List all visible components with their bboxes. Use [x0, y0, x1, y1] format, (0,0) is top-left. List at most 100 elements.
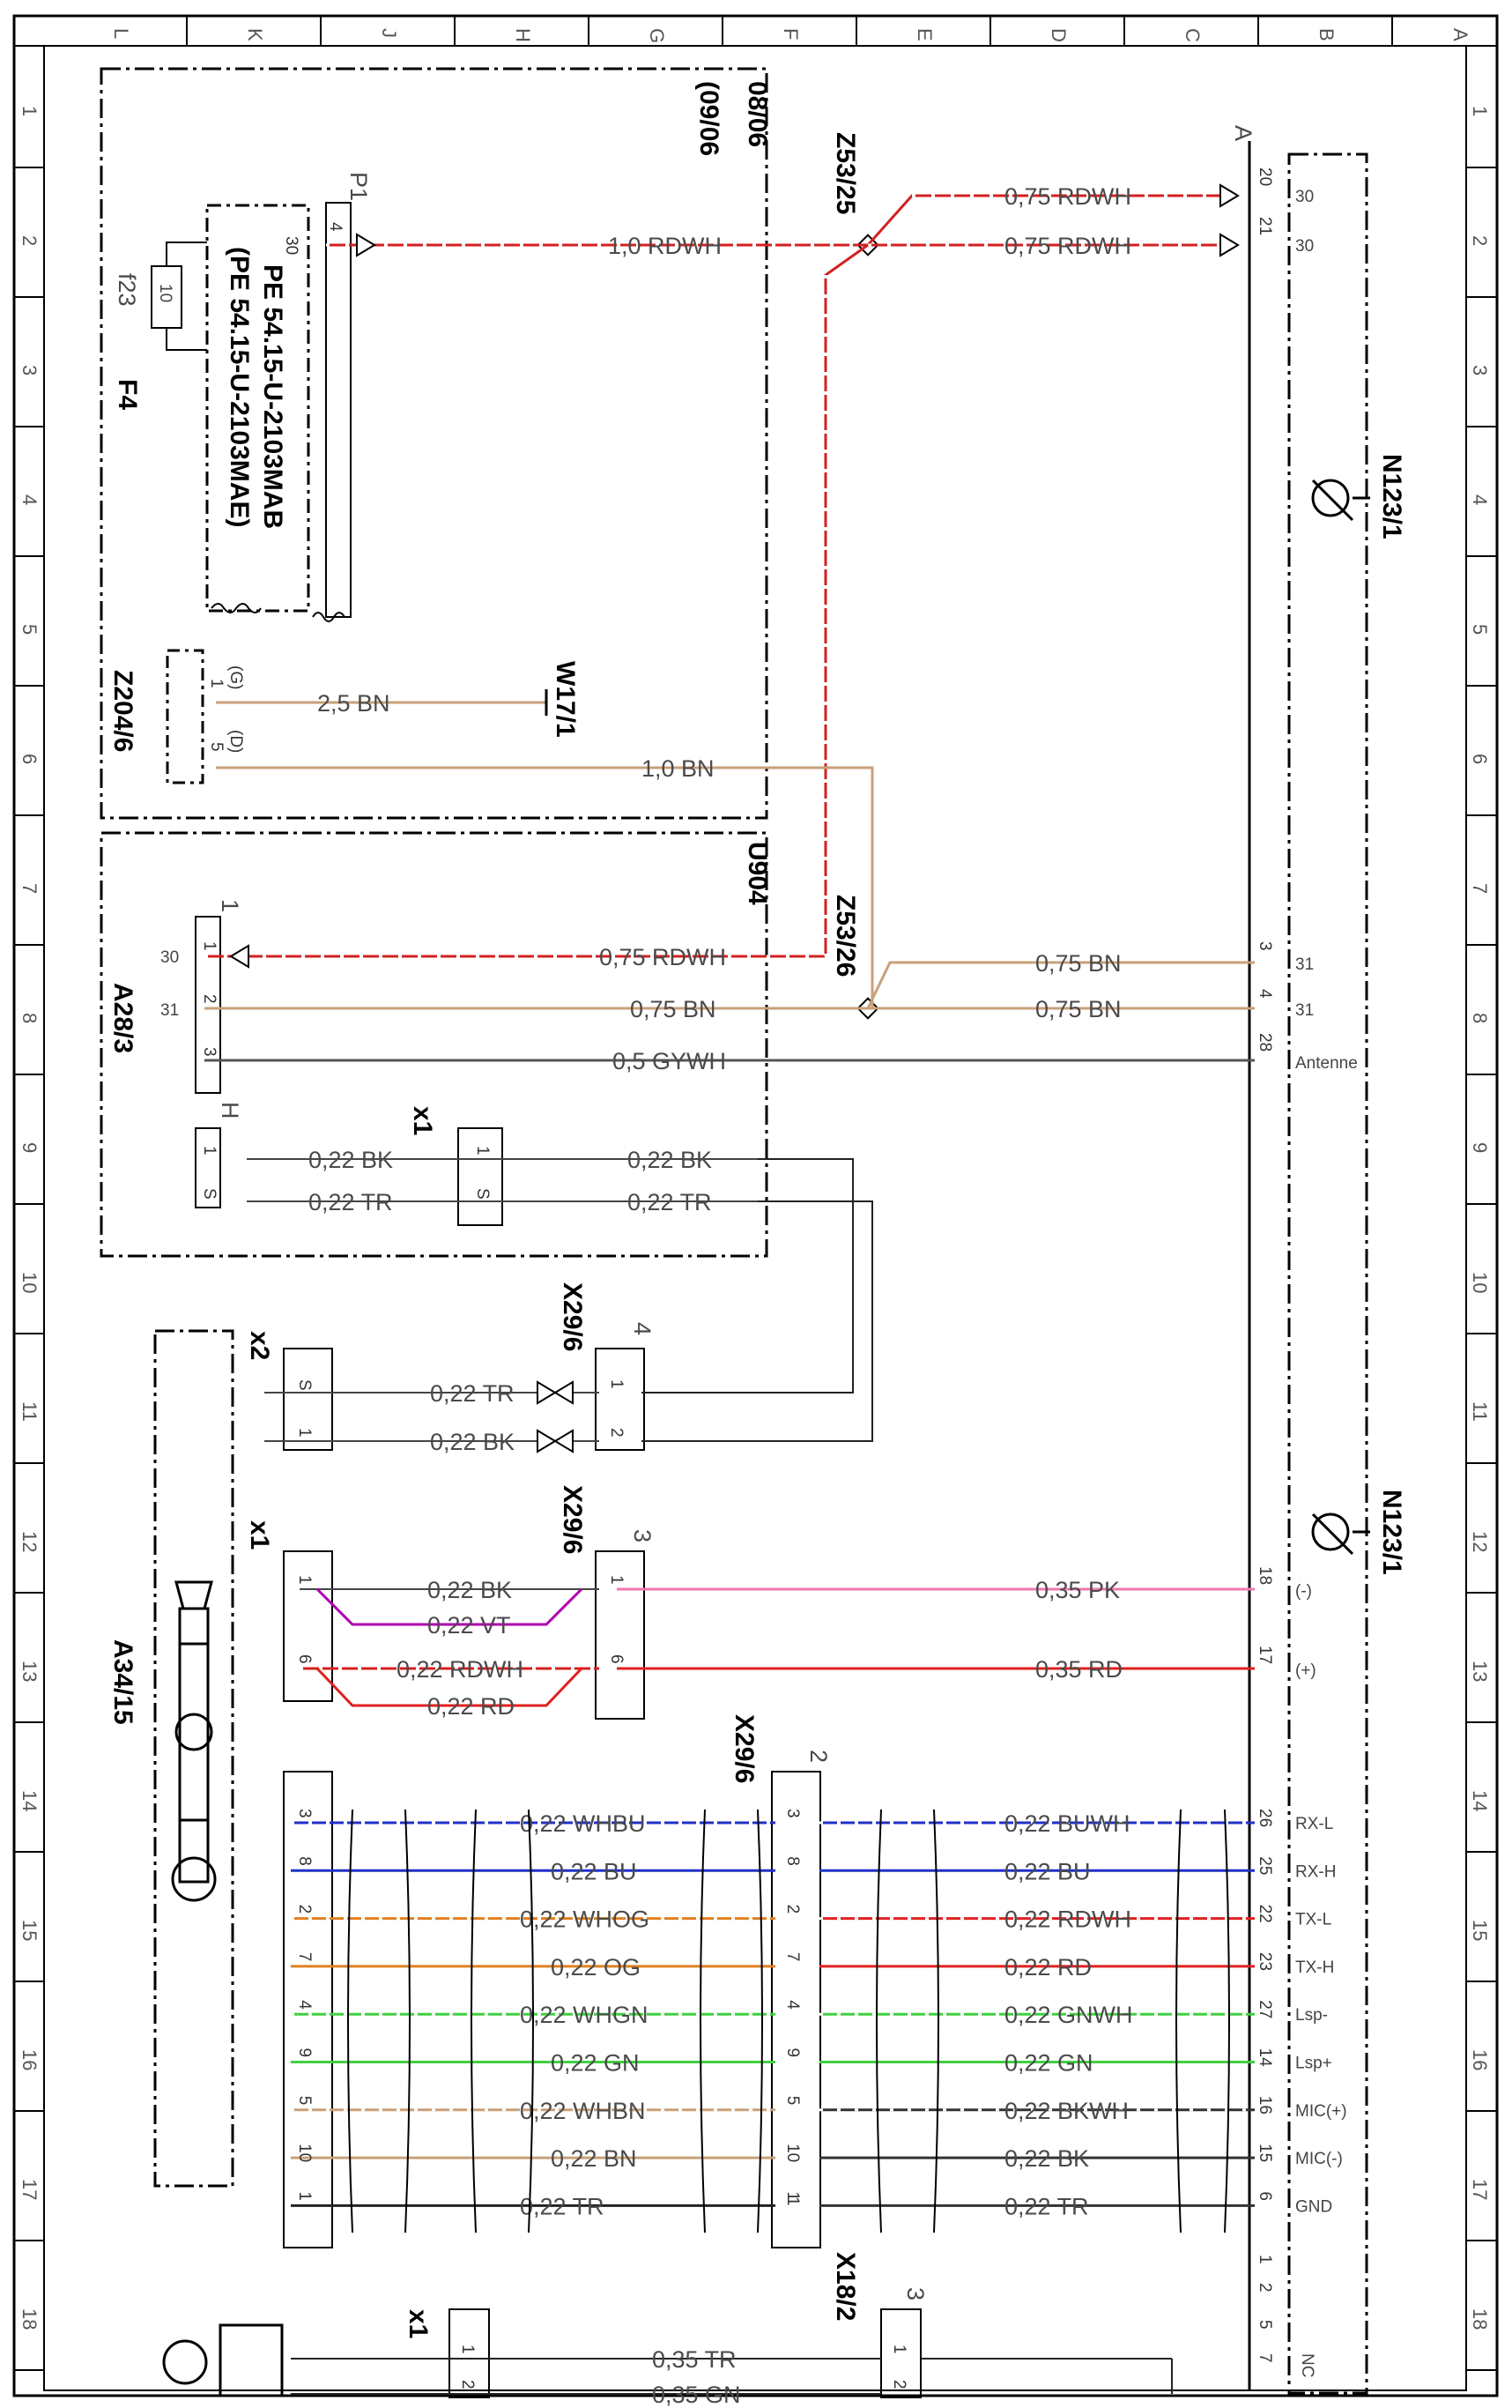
pin-number: 2: [458, 2380, 477, 2389]
pin-label: (+): [1295, 1661, 1316, 1680]
z204-box: [166, 649, 204, 784]
pin-number: 23: [1256, 1952, 1274, 1971]
grid-row-number: 16: [19, 2049, 41, 2070]
pin-number: 28: [1256, 1033, 1274, 1052]
pin-number: 3: [200, 1047, 219, 1057]
pin-number: 3: [783, 1809, 802, 1818]
grid-row-number: 1: [1469, 106, 1491, 116]
grid-row-number: 14: [1469, 1790, 1491, 1811]
pin-number: 1: [295, 1575, 314, 1585]
wire-label: 0,22 RDWH: [397, 1656, 523, 1683]
connector-a-label: A: [1230, 125, 1256, 141]
pin-number: 1: [207, 679, 226, 688]
grid-column-letter: H: [512, 28, 534, 42]
pin-number: 9: [295, 2048, 314, 2058]
pin-number: 16: [1256, 2096, 1274, 2114]
bus-wire-label-left: 0,22 BN: [551, 2145, 637, 2172]
relay-label-b: (PE 54.15-U-2103MAE): [225, 247, 254, 527]
pin-number: 21: [1256, 217, 1274, 235]
pin-number: 2: [783, 1905, 802, 1914]
grid-row-number: 1: [19, 106, 41, 116]
signal-label: Lsp-: [1295, 2006, 1328, 2025]
pin-number: 27: [1256, 2000, 1274, 2018]
grid-row-number: 8: [19, 1013, 41, 1023]
wire-label: 0,35 TR: [652, 2346, 737, 2373]
fuse-value: 10: [156, 284, 174, 302]
wire-label: 0,75 BN: [1035, 950, 1122, 977]
pin-number: 1: [295, 2191, 314, 2201]
x29-6-label-c: X29/6: [730, 1714, 759, 1783]
bus-wire-label-left: 0,22 OG: [551, 1954, 641, 1981]
bus-wire-label-right: 0,22 RDWH: [1004, 1906, 1131, 1933]
pin-number: 1: [200, 1146, 219, 1156]
grid-column-letter: G: [646, 28, 668, 43]
wire-label: 0,22 BK: [308, 1147, 393, 1173]
bus-wire-label-left: 0,22 BU: [551, 1858, 637, 1884]
pin-number: 5: [783, 2096, 802, 2106]
pin-number: 8: [295, 1856, 314, 1866]
pin-number: 1: [458, 2345, 477, 2354]
grid-row-number: 2: [19, 235, 41, 246]
wire-label: 0,22 RD: [427, 1693, 515, 1720]
pin-label: NC: [1298, 2353, 1316, 2377]
pin-number: 14: [1256, 2048, 1274, 2068]
grid-row-number: 14: [19, 1790, 41, 1811]
wire-label: 0,22 TR: [430, 1380, 515, 1407]
wire-lines: [204, 194, 1255, 2395]
w17-label: W17/1: [551, 661, 580, 738]
connector-number-2: 2: [805, 1750, 832, 1763]
wire-label: 0,22 BK: [430, 1429, 515, 1455]
pin-number: 5: [295, 2096, 314, 2106]
connector-number-3b: 3: [902, 2287, 929, 2300]
date-range-label-2: (09/06: [694, 81, 723, 156]
pin-number: 8: [783, 1856, 802, 1866]
wire-label: 0,35 PK: [1035, 1577, 1120, 1603]
grid-row-number: 18: [1469, 2308, 1491, 2330]
connector-blocks: [195, 202, 922, 2398]
pin-number: 5: [207, 742, 226, 752]
pin-number: 1: [783, 2191, 802, 2201]
pin-number: 7: [783, 1952, 802, 1962]
wire-label: 0,75 RDWH: [1004, 183, 1131, 210]
grid-column-letter: C: [1182, 28, 1204, 42]
grid-column-letter: A: [1449, 28, 1471, 41]
grid-row-number: 15: [19, 1920, 41, 1941]
n123-module-box: [1287, 152, 1368, 2395]
connector-number-4: 4: [629, 1322, 656, 1335]
f4-module-box: [100, 67, 768, 820]
pin-number: 30: [282, 236, 300, 255]
grid-row-number: 11: [19, 1401, 41, 1422]
pin-number: 2: [890, 2380, 908, 2389]
pin-number: 15: [1256, 2144, 1274, 2162]
inner-frame: [43, 45, 1467, 2391]
grid-row-number: 6: [19, 754, 41, 764]
relay-label-a: PE 54.15-U-2103MAB: [258, 264, 287, 529]
grid-row-number: 3: [1469, 365, 1491, 375]
pin-number: 20: [1256, 167, 1274, 186]
pin-label: 30: [1295, 188, 1314, 206]
grid-row-number: 5: [1469, 624, 1491, 635]
a28-label: A28/3: [108, 983, 137, 1053]
wire-label: 0,22 BK: [427, 1577, 512, 1603]
pin-number: S: [473, 1188, 492, 1200]
pin-number: 17: [1256, 1646, 1274, 1664]
bus-wire-label-right: 0,22 TR: [1004, 2193, 1089, 2219]
pin-label: Antenne: [1295, 1054, 1358, 1073]
pin-label: 30: [1295, 237, 1314, 256]
wire-label: 0,22 BK: [627, 1147, 712, 1173]
wire-label: 0,22 TR: [308, 1189, 393, 1215]
bus-wire-label-left: 0,22 GN: [551, 2050, 640, 2077]
grid-column-letter: B: [1316, 28, 1338, 41]
x1-label-a: x1: [408, 1106, 437, 1135]
pin-number: 1: [1256, 2255, 1274, 2264]
pin-label: (-): [1295, 1582, 1312, 1601]
pin-number: 10: [783, 2144, 802, 2162]
grid-row-number: 12: [19, 1531, 41, 1552]
grid-row-number: 18: [19, 2308, 41, 2330]
grid-row-number: 8: [1469, 1013, 1491, 1023]
bus-wire-label-right: 0,22 BU: [1004, 1858, 1091, 1884]
p1-label: P1: [345, 172, 372, 201]
pin-number: 1: [473, 1146, 492, 1156]
